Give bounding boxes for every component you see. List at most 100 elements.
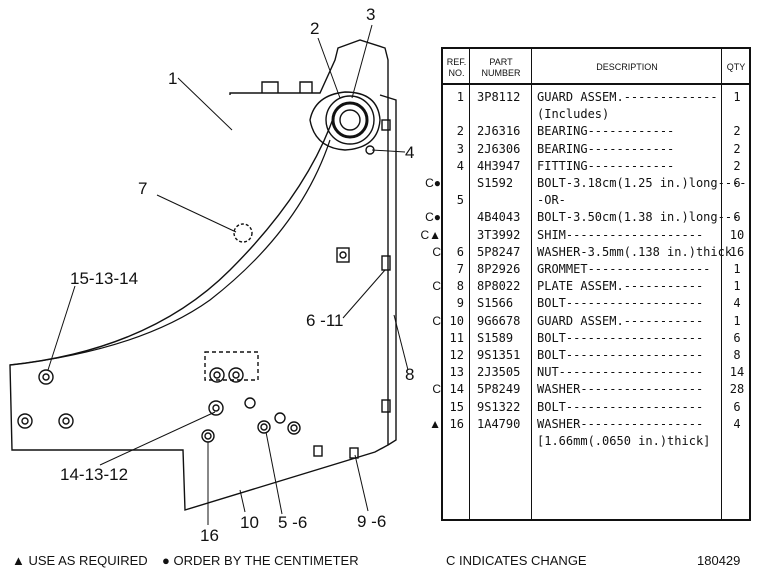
cell-desc: -OR- [537,193,566,208]
cell-part: 4B4043 [477,210,521,225]
table-row: C● 4B4043 BOLT-3.50cm(1.38 in.)long---6 [425,209,749,226]
cell-part: 2J3505 [477,365,521,380]
cell-part: 5P8247 [477,244,521,259]
legend-order-by-cm: ● ORDER BY THE CENTIMETER [162,553,359,568]
cell-qty: 1 [733,313,741,328]
cell-part: S1589 [477,330,514,345]
cell-desc: BOLT-3.18cm(1.25 in.)long---- [537,176,747,190]
cell-desc: BEARING------------ [537,141,675,156]
bearing-mid [331,101,369,139]
side-plate [379,94,397,446]
cell-ref: 15 [449,399,464,414]
table-row: 9 S1566 BOLT------------------- 4 [443,295,749,312]
callout-16: 16 [200,526,219,545]
cell-desc: GUARD ASSEM.----------- [537,313,704,328]
cell-ref: 10 [449,313,464,328]
cell-qty: 6 [733,330,741,345]
callout-4: 4 [405,143,415,162]
cell-desc: BEARING------------ [537,124,675,139]
table-row: 13 2J3505 NUT-------------------- 14 [443,364,749,381]
guard-outline [9,39,389,511]
cell-part: S1566 [477,296,514,311]
cell-desc: WASHER----------------- [537,382,704,397]
cell-part: 1A4790 [477,416,521,431]
bolt-holes [17,367,301,443]
cell-qty: 16 [729,244,745,259]
grommet [233,223,253,243]
cell-part: S1592 [477,176,514,190]
cell-ref: 13 [449,365,464,380]
table-row: 15 9S1322 BOLT------------------- 6 [443,399,749,416]
cell-ref: 9 [456,296,464,311]
cell-part: 4H3947 [477,158,521,173]
table-row: 5 -OR- [443,192,749,209]
cell-desc: [1.66mm(.0650 in.)thick] [537,434,711,448]
cell-qty: 2 [733,141,741,156]
table-header [443,49,749,85]
cell-mark: C▲ [420,227,441,242]
guard-arc [9,139,331,366]
cell-ref: 16 [449,416,464,431]
parts-drawing [9,24,409,525]
cell-part: 9S1322 [477,399,521,414]
cell-qty: 4 [733,296,741,311]
callout-10: 10 [240,513,259,532]
cell-qty: 2 [733,158,741,173]
legend-indicates-change: C INDICATES CHANGE [446,553,587,568]
cell-ref: 5 [456,193,464,208]
cell-ref: 4 [456,158,464,173]
cell-desc: BOLT------------------- [537,296,704,311]
cell-qty: 1 [733,262,741,276]
cell-desc: (Includes) [537,107,610,122]
cell-mark: C● [425,210,441,225]
cell-ref: 6 [456,244,464,259]
callout-2: 2 [310,19,320,38]
cell-part: 2J6316 [477,124,521,139]
cell-desc: BOLT------------------- [537,399,704,414]
cell-qty: 6 [733,399,741,414]
col-divider [721,49,722,519]
cell-desc: GROMMET----------------- [537,262,711,276]
callout-8: 8 [405,365,415,384]
cell-qty: 10 [729,227,745,242]
callout-14-13-12: 14-13-12 [60,465,129,484]
cell-part: 3P8112 [477,90,521,104]
cell-desc: WASHER-3.5mm(.138 in.)thick [537,244,733,259]
cell-part: 3T3992 [477,227,521,242]
cell-mark: C [432,382,441,397]
cell-part: 9G6678 [477,313,521,328]
cell-part: 5P8249 [477,382,521,397]
callout-15-13-14: 15-13-14 [70,269,139,288]
cell-desc: NUT-------------------- [537,365,704,380]
cell-desc: SHIM------------------- [537,227,704,242]
table-row: [1.66mm(.0650 in.)thick] [443,433,749,450]
cell-desc: WASHER----------------- [537,416,704,431]
cell-ref: 14 [449,382,464,397]
col-divider [469,49,470,519]
cell-qty: 14 [729,365,745,380]
callout-6-11: 6 -11 [306,311,344,330]
cell-ref: 3 [456,141,464,156]
table-row: C▲ 3T3992 SHIM------------------- 10 [420,227,749,244]
cell-desc: GUARD ASSEM.------------- [537,90,718,104]
cell-qty: 6 [733,210,741,225]
cell-desc: BOLT-3.50cm(1.38 in.)long--- [537,210,740,225]
header-ref: REF. NO. [446,57,467,78]
cell-qty: 2 [733,124,741,139]
cell-mark: ▲ [429,416,441,431]
cell-mark: C [432,244,441,259]
cell-part: 8P8022 [477,279,521,294]
cell-qty: 28 [729,382,745,397]
cell-part: 9S1351 [477,348,521,362]
cell-ref: 8 [456,279,464,294]
cell-qty: 1 [733,279,741,294]
table-row: (Includes) [443,106,749,123]
